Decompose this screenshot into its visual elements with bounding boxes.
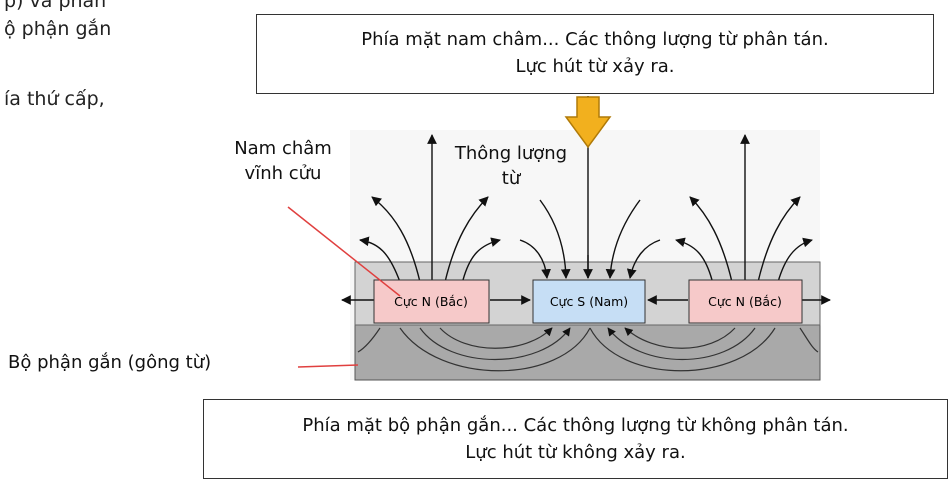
yoke-label: Bộ phận gắn (gông từ) <box>8 352 212 373</box>
cropped-text-line-2: ộ phận gắn <box>4 18 112 40</box>
bottom-callout-line-1: Phía mặt bộ phận gắn... Các thông lượng … <box>302 415 849 436</box>
top-callout-line-2: Lực hút từ xảy ra. <box>515 56 675 77</box>
cropped-text-line-3: ía thứ cấp, <box>4 88 105 110</box>
magnetic-flux-label-line-2: từ <box>501 168 521 189</box>
permanent-magnet-label: Nam châm vĩnh cửu <box>218 136 348 186</box>
cropped-text-line-1: p) và phần <box>4 0 107 12</box>
pole-s-center-label: Cực S (Nam) <box>550 294 628 309</box>
magnet-leader-line <box>287 206 401 297</box>
pole-n-left-label: Cực N (Bắc) <box>394 294 468 309</box>
top-callout-line-1: Phía mặt nam châm... Các thông lượng từ … <box>361 29 829 50</box>
flux-lines-upper <box>359 96 813 283</box>
flux-arrow <box>539 199 571 279</box>
flux-arrow <box>371 196 421 283</box>
yoke-leader-line <box>297 364 359 368</box>
flux-arrow <box>359 236 401 283</box>
flux-arrow <box>462 237 501 281</box>
top-callout-box: Phía mặt nam châm... Các thông lượng từ … <box>256 14 934 94</box>
flux-lines-yoke <box>357 327 819 372</box>
down-arrow-icon <box>564 96 612 149</box>
magnetic-flux-label: Thông lượng từ <box>436 141 586 191</box>
pole-n-right <box>688 279 803 324</box>
flux-arrow <box>675 237 713 281</box>
pole-n-left <box>373 279 490 324</box>
pole-n-right-label: Cực N (Bắc) <box>708 294 782 309</box>
magnetic-flux-label-line-1: Thông lượng <box>454 143 568 164</box>
flux-arrow <box>519 239 551 279</box>
flux-arrow <box>689 196 733 283</box>
flux-arrow <box>626 239 661 279</box>
bottom-callout-box: Phía mặt bộ phận gắn... Các thông lượng … <box>203 399 948 479</box>
permanent-magnet-label-line-2: vĩnh cửu <box>244 163 322 184</box>
yoke-plate <box>354 324 821 381</box>
flux-arrow <box>444 196 489 283</box>
bottom-callout-line-2: Lực hút từ không xảy ra. <box>465 442 686 463</box>
permanent-magnet-label-line-1: Nam châm <box>234 138 332 159</box>
flux-arrow <box>605 199 641 279</box>
pole-s-center <box>532 279 646 324</box>
flux-arrow <box>777 237 813 283</box>
flux-arrow <box>757 196 801 283</box>
